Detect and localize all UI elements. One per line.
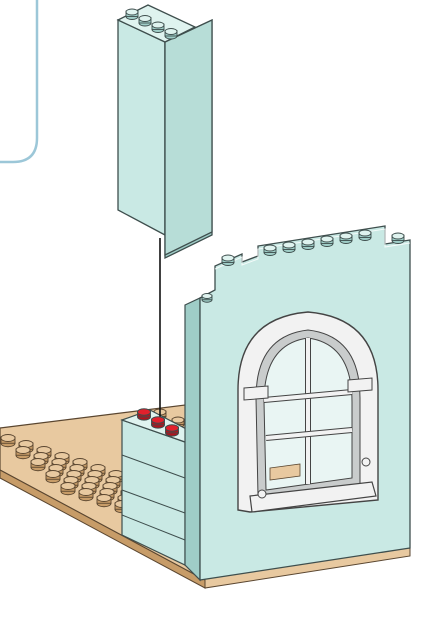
stud <box>359 230 371 241</box>
stud <box>152 22 164 33</box>
callout-box <box>0 0 37 162</box>
falling-tall-brick <box>118 5 212 258</box>
stud <box>31 459 45 471</box>
stud <box>321 236 333 247</box>
stud <box>138 409 151 420</box>
stud <box>283 242 295 253</box>
stud <box>165 29 177 40</box>
stud <box>16 447 30 459</box>
stud <box>46 471 60 483</box>
stud <box>222 255 234 266</box>
stud <box>392 233 404 244</box>
arched-window <box>238 312 378 512</box>
stud <box>264 245 276 256</box>
stud <box>152 417 165 428</box>
stud <box>166 425 179 436</box>
stud <box>139 16 151 27</box>
stud <box>79 489 93 501</box>
stud <box>340 233 352 244</box>
stud <box>1 435 15 447</box>
stud <box>97 495 111 507</box>
stud <box>126 9 138 20</box>
stud <box>302 239 314 250</box>
stud <box>61 483 75 495</box>
stud <box>202 294 212 303</box>
